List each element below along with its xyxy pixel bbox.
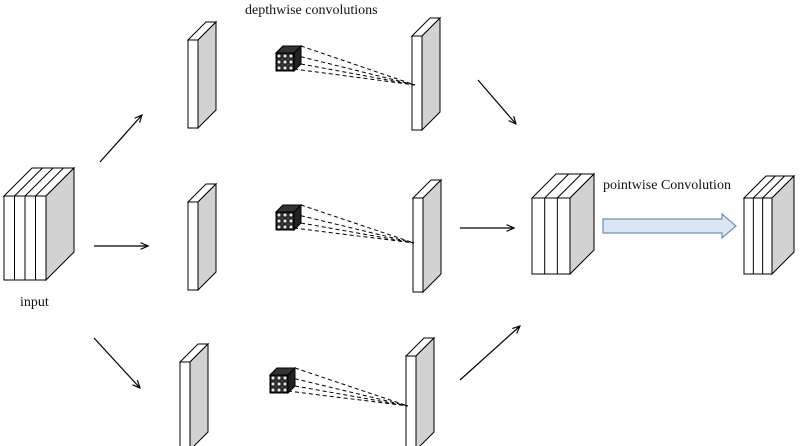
- depthwise-input-slab-bottom: [178, 342, 210, 446]
- kernel-3x3-middle: [274, 203, 303, 232]
- kernel-3x3-bottom: [268, 366, 297, 395]
- arrow-bottom-to-stack: [459, 326, 520, 381]
- pointwise-label: pointwise Convolution: [603, 178, 731, 193]
- pointwise-arrow: [602, 212, 737, 240]
- concatenated-stack: [530, 172, 596, 276]
- depthwise-output-slab-bottom: [404, 336, 436, 446]
- depthwise-title: depthwise convolutions: [245, 3, 378, 18]
- depthwise-output-slab-top: [410, 16, 442, 132]
- projection-lines-bottom: [287, 367, 409, 407]
- input-stack: [2, 166, 76, 282]
- projection-lines-top: [293, 45, 416, 86]
- projection-lines-middle: [293, 204, 415, 244]
- arrow-top-to-stack: [477, 79, 516, 124]
- depthwise-input-slab-top: [186, 20, 218, 130]
- output-stack: [742, 174, 796, 276]
- arrow-input-to-bottom: [93, 337, 140, 388]
- kernel-3x3-top: [274, 44, 303, 73]
- depthwise-input-slab-middle: [186, 182, 218, 292]
- arrow-input-to-top: [99, 115, 142, 163]
- input-label: input: [20, 295, 49, 310]
- depthwise-output-slab-middle: [411, 178, 443, 294]
